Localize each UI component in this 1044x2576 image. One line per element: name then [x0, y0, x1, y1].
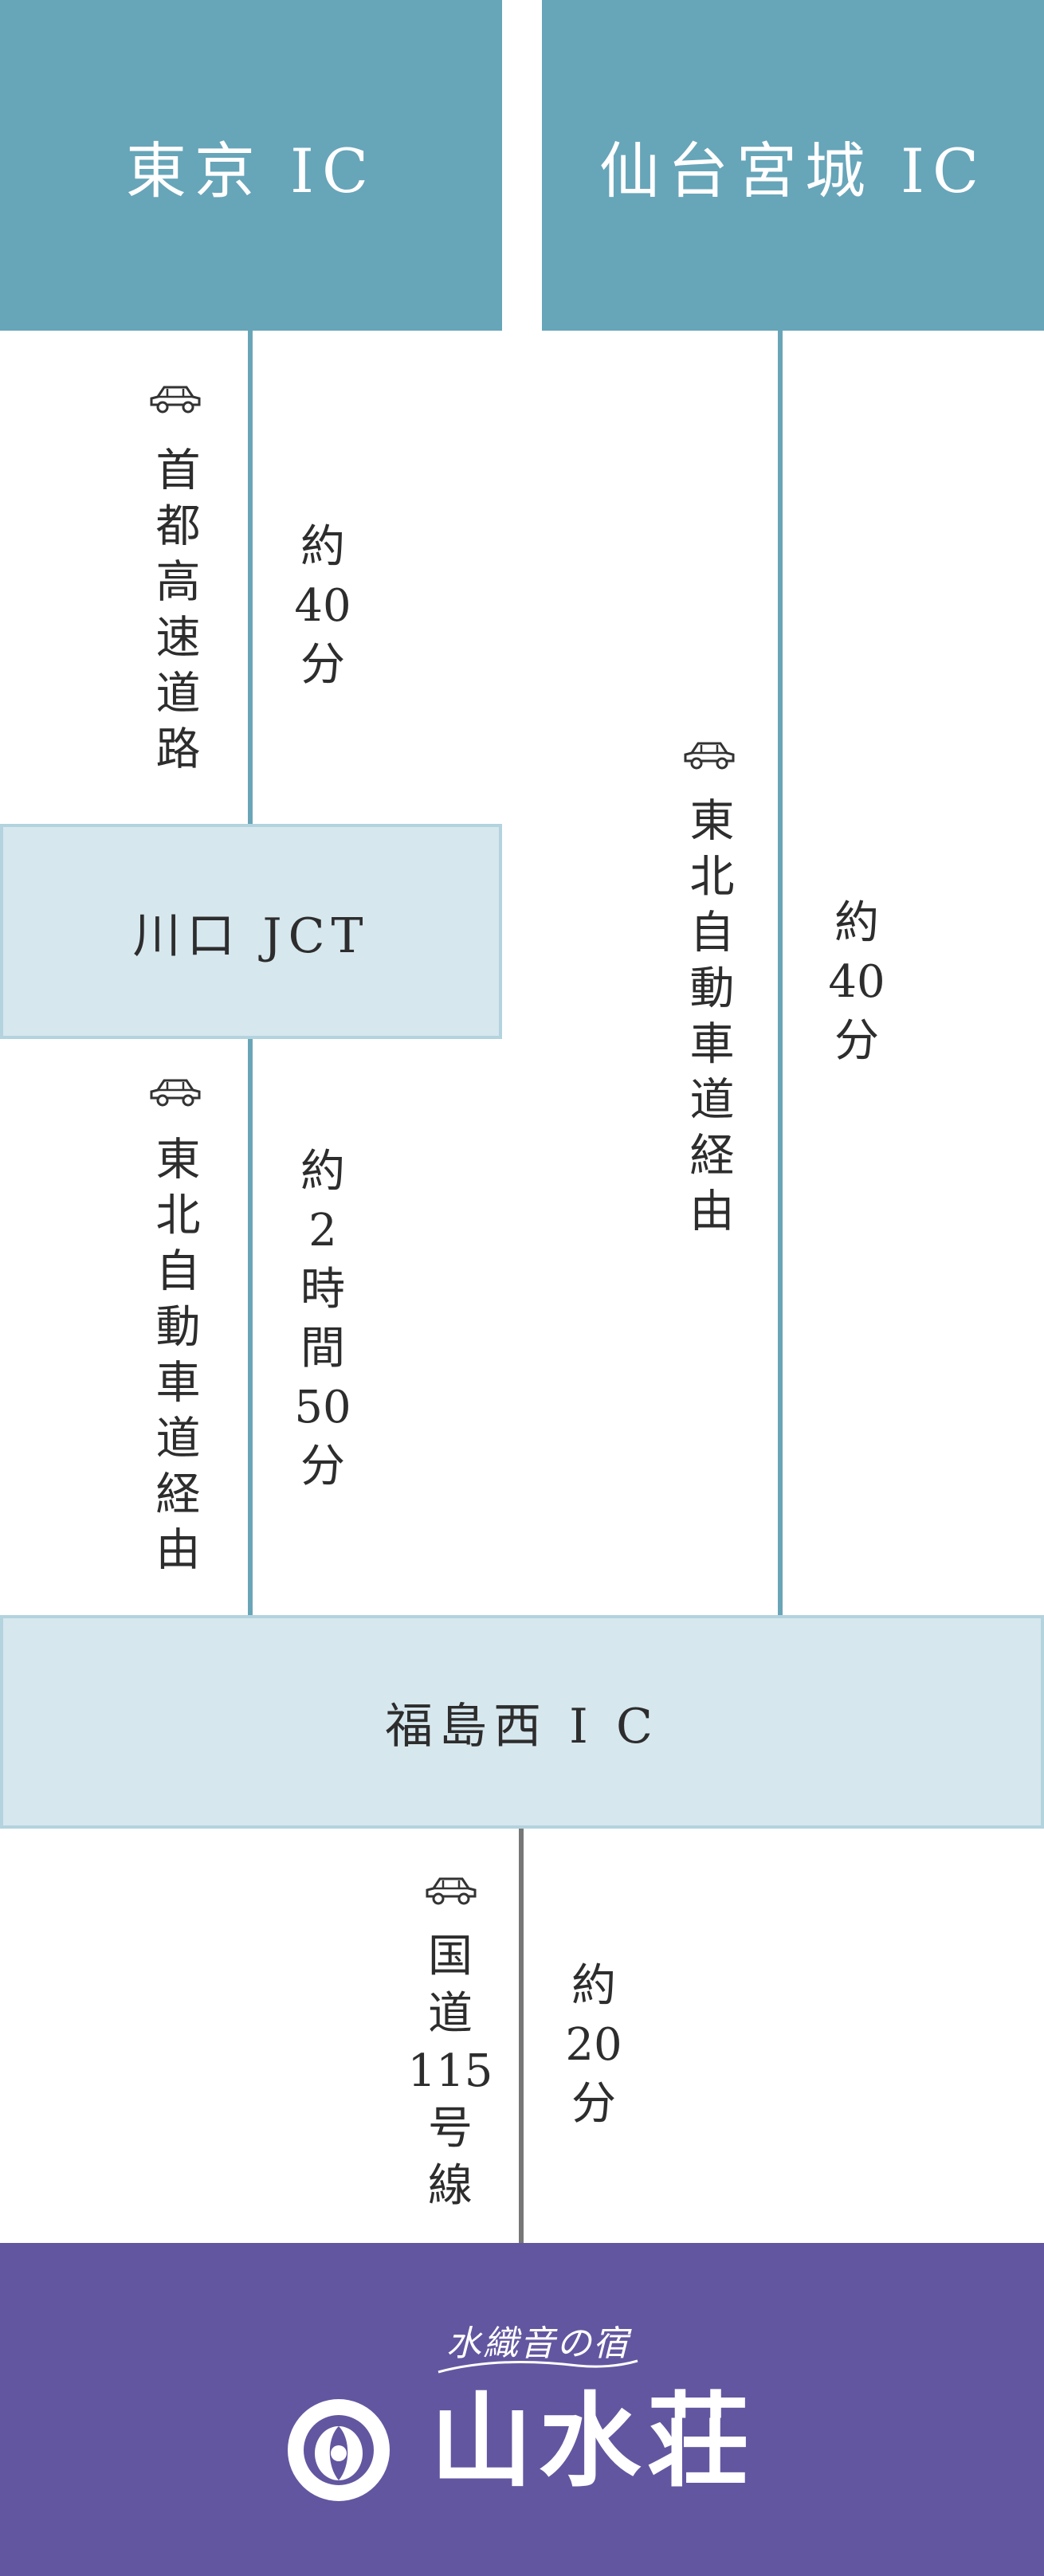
fukushima-nishi-ic-box: 福島西 I C: [0, 1615, 1044, 1829]
road-label-shuto: 首都高速道路: [148, 446, 200, 781]
logo-underline-icon: [438, 2359, 638, 2374]
hotel-footer: 水織音の宿 山水荘: [0, 2243, 1044, 2576]
road-char-do: 道: [428, 1988, 473, 2040]
road-label-tohoku-1: 東北自動車道経由: [148, 1135, 200, 1582]
line-tokyo-kawaguchi: [248, 331, 253, 825]
time-unit-fun: 分: [300, 1441, 345, 1492]
time-unit: 分: [300, 639, 345, 691]
time-minutes: 50: [294, 1382, 351, 1433]
time-value: 40: [294, 580, 351, 632]
logo-tagline: 水織音の宿: [446, 2323, 630, 2364]
time-fukushima-hotel: 約 20 分: [550, 1957, 638, 2134]
car-icon: [684, 742, 735, 770]
kawaguchi-jct-label: 川口 JCT: [132, 908, 370, 964]
sendai-ic-box: 仙台宮城 IC: [542, 0, 1044, 331]
time-prefix: 約: [300, 521, 345, 573]
car-icon: [426, 1877, 477, 1905]
tokyo-ic-box: 東京 IC: [0, 0, 502, 331]
time-tokyo-kawaguchi: 約 40 分: [279, 518, 367, 695]
sendai-ic-label: 仙台宮城 IC: [599, 135, 987, 206]
time-unit: 分: [834, 1015, 879, 1067]
road-label-route115: 国 道 115 号 線: [398, 1928, 502, 2215]
time-kawaguchi-fukushima: 約 2 時 間 50 分: [279, 1143, 367, 1496]
road-char-koku: 国: [428, 1931, 473, 1982]
time-unit-kan: 間: [300, 1323, 345, 1374]
time-prefix: 約: [300, 1146, 345, 1198]
road-label-tohoku-2: 東北自動車道経由: [682, 797, 734, 1243]
road-char-sen: 線: [428, 2160, 473, 2212]
time-value: 40: [828, 956, 885, 1008]
line-sendai-fukushima: [778, 331, 783, 1617]
crest-icon: [288, 2399, 390, 2501]
car-icon: [150, 1079, 201, 1107]
time-unit: 分: [571, 2078, 616, 2130]
road-number: 115: [407, 2045, 493, 2097]
time-unit-ji: 時: [300, 1264, 345, 1315]
line-kawaguchi-fukushima: [248, 1037, 253, 1617]
fukushima-nishi-ic-label: 福島西 I C: [385, 1698, 659, 1755]
kawaguchi-jct-box: 川口 JCT: [0, 824, 502, 1039]
time-sendai-fukushima: 約 40 分: [813, 894, 901, 1071]
car-icon: [150, 386, 201, 414]
time-hours: 2: [308, 1205, 337, 1257]
time-value: 20: [565, 2019, 622, 2071]
logo-name: 山水荘: [430, 2382, 756, 2501]
time-prefix: 約: [571, 1960, 616, 2012]
tokyo-ic-label: 東京 IC: [125, 135, 377, 206]
road-char-go: 号: [428, 2103, 473, 2155]
time-prefix: 約: [834, 897, 879, 949]
line-fukushima-hotel: [519, 1826, 524, 2243]
